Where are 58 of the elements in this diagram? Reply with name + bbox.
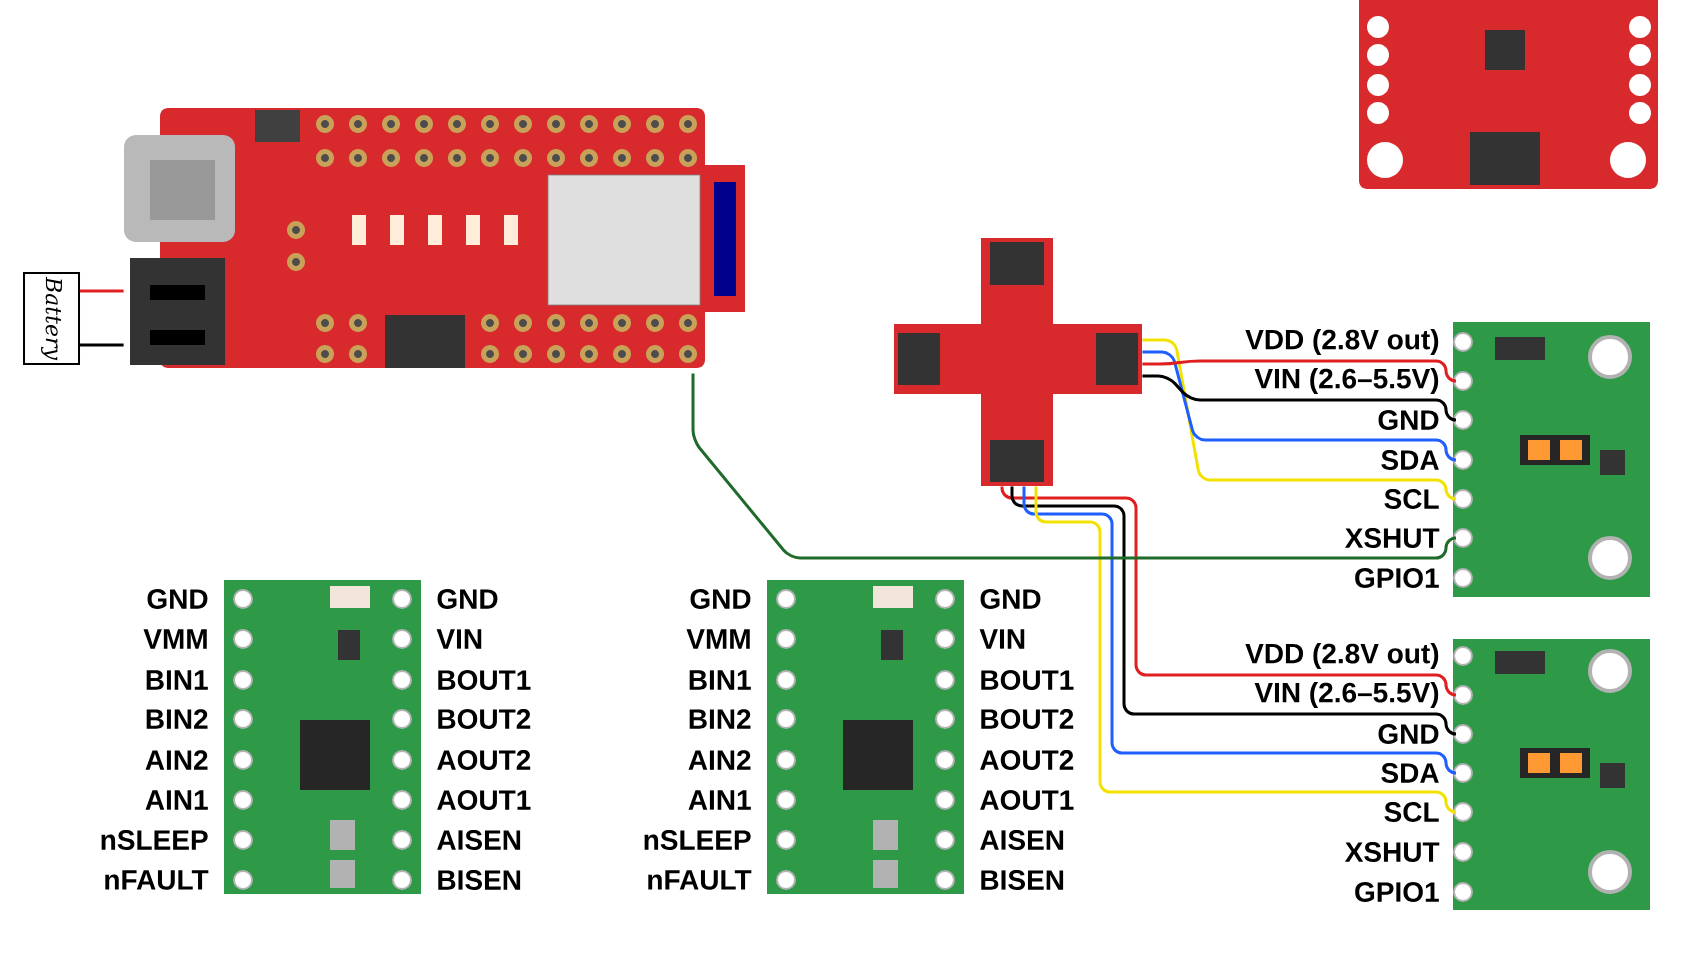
- pin-label: nSLEEP: [101, 830, 208, 850]
- pin-label: GND: [1378, 410, 1439, 430]
- pin-label: BIN2: [146, 709, 208, 729]
- microcontroller-board-drawing: [124, 108, 745, 368]
- pin-label: BISEN: [438, 870, 521, 890]
- pin-label: VMM: [143, 629, 207, 649]
- pin-label: VDD (2.8V out): [1245, 642, 1439, 670]
- pin-label: nFAULT: [105, 870, 209, 890]
- pin-label: BIN2: [689, 709, 751, 729]
- connector-hub-drawing: [894, 238, 1142, 486]
- pin-label: AIN1: [688, 790, 751, 810]
- pin-label: AOUT2: [437, 750, 531, 770]
- pin-label: BIN1: [146, 670, 208, 690]
- pin-label: VIN: [979, 629, 1025, 649]
- pin-label: AOUT1: [437, 790, 531, 810]
- pin-label: GPIO1: [1355, 568, 1439, 588]
- pin-label: BOUT2: [981, 709, 1074, 729]
- pin-label: nSLEEP: [644, 830, 751, 850]
- pin-label: nFAULT: [648, 870, 752, 890]
- pin-label: GND: [980, 589, 1041, 609]
- pin-label: AOUT2: [980, 750, 1074, 770]
- pin-label: AISEN: [980, 830, 1064, 850]
- wire: [1142, 350, 1458, 462]
- distance-sensor-drawing: [1453, 322, 1650, 597]
- distance-sensor-drawing: [1453, 639, 1650, 910]
- pin-label: XSHUT: [1344, 528, 1440, 548]
- pin-label: SCL: [1384, 802, 1439, 822]
- wire: [80, 343, 124, 347]
- pin-label: GND: [437, 589, 498, 609]
- pin-label: AISEN: [437, 830, 521, 850]
- wire: [1142, 359, 1458, 383]
- battery-box: Battery: [23, 272, 80, 365]
- pin-label: BISEN: [981, 870, 1064, 890]
- pin-label: SCL: [1384, 489, 1439, 509]
- pin-label: SDA: [1381, 450, 1439, 470]
- pin-label: BIN1: [689, 670, 751, 690]
- pin-label: VIN (2.6–5.5V): [1254, 681, 1439, 709]
- pin-label: VMM: [686, 629, 750, 649]
- pin-label: VIN: [436, 629, 482, 649]
- pin-label: VDD (2.8V out): [1245, 328, 1439, 356]
- wire: [1010, 486, 1458, 736]
- pin-label: SDA: [1381, 763, 1439, 783]
- pin-label: BOUT1: [981, 670, 1074, 690]
- pin-label: AIN2: [688, 750, 751, 770]
- wire: [1000, 486, 1458, 697]
- pin-label: AOUT1: [980, 790, 1074, 810]
- wire: [80, 289, 124, 293]
- pin-label: AIN1: [145, 790, 208, 810]
- pin-label: GND: [147, 589, 208, 609]
- pin-label: BOUT1: [438, 670, 531, 690]
- pin-label: GND: [690, 589, 751, 609]
- pin-label: BOUT2: [438, 709, 531, 729]
- wire: [1142, 374, 1458, 422]
- wire: [1142, 338, 1458, 501]
- pin-label: VIN (2.6–5.5V): [1254, 367, 1439, 395]
- wire: [691, 373, 1458, 560]
- pin-label: AIN2: [145, 750, 208, 770]
- pin-label: GND: [1378, 724, 1439, 744]
